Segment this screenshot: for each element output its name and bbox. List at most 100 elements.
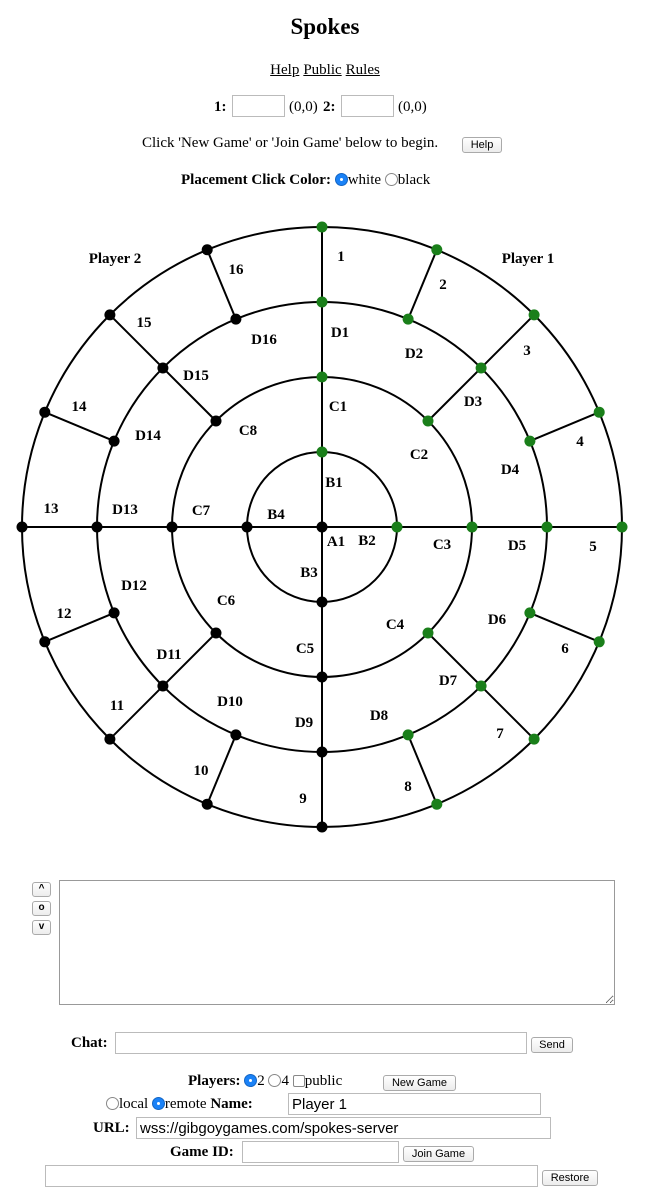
public-link[interactable]: Public <box>303 62 342 78</box>
point-label: 5 <box>589 539 597 555</box>
stone-green <box>593 636 605 648</box>
point-label: D3 <box>464 394 482 410</box>
player1-score-field[interactable] <box>232 95 285 117</box>
point-label: 8 <box>404 779 412 795</box>
point-label: C8 <box>239 423 257 439</box>
point-label: 11 <box>110 698 124 714</box>
stone-green <box>616 521 628 533</box>
stone-black <box>91 521 103 533</box>
stone-black <box>166 521 178 533</box>
point-label: D16 <box>251 332 277 348</box>
restore-input[interactable] <box>45 1165 538 1187</box>
point-label: B2 <box>358 533 376 549</box>
black-radio[interactable] <box>384 173 398 186</box>
placement-color-row: Placement Click Color: white black <box>181 172 430 189</box>
stone-black <box>316 671 328 683</box>
point-label: B4 <box>267 507 285 523</box>
new-game-button[interactable]: New Game <box>383 1075 456 1091</box>
point-label: C5 <box>296 641 314 657</box>
player1-score: (0,0) <box>289 99 318 115</box>
stone-black <box>108 435 120 447</box>
stone-black <box>241 521 253 533</box>
stone-black <box>316 521 328 533</box>
point-label: D1 <box>331 325 349 341</box>
stone-black <box>210 627 222 639</box>
board-points <box>16 221 628 833</box>
scroll-down-button[interactable]: v <box>32 920 51 935</box>
point-label: C6 <box>217 593 236 609</box>
game-board[interactable]: Player 2 Player 1 1 2 3 4 5 6 7 8 9 10 1… <box>0 210 650 840</box>
point-label: D14 <box>135 428 161 444</box>
join-game-button[interactable]: Join Game <box>403 1146 474 1162</box>
point-label: 15 <box>137 315 152 331</box>
scroll-up-button[interactable]: ^ <box>32 882 51 897</box>
players-label: Players: <box>188 1073 241 1089</box>
stone-green <box>402 729 414 741</box>
scroll-center-button[interactable]: o <box>32 901 51 916</box>
rules-link[interactable]: Rules <box>345 62 380 78</box>
public-label: public <box>304 1073 343 1089</box>
point-label: C3 <box>433 537 451 553</box>
name-input[interactable] <box>288 1093 541 1115</box>
chat-label: Chat: <box>71 1035 108 1051</box>
stone-black <box>157 680 169 692</box>
stone-green <box>431 798 443 810</box>
stone-black <box>108 607 120 619</box>
stone-black <box>210 415 222 427</box>
point-label: D12 <box>121 578 147 594</box>
page-title: Spokes <box>290 14 360 39</box>
point-label: 10 <box>194 763 209 779</box>
stone-green <box>593 406 605 418</box>
stone-green <box>422 415 434 427</box>
point-label: D11 <box>156 647 181 663</box>
stone-green <box>422 627 434 639</box>
player2-label: Player 2 <box>89 251 142 267</box>
stone-black <box>230 729 242 741</box>
chat-input[interactable] <box>115 1032 527 1054</box>
stone-green <box>541 521 553 533</box>
message-log[interactable] <box>59 880 615 1005</box>
point-label: 13 <box>44 501 59 517</box>
player2-score: (0,0) <box>398 99 427 115</box>
remote-radio[interactable] <box>151 1097 165 1110</box>
public-checkbox[interactable] <box>292 1075 305 1087</box>
mode-row: local remote Name: <box>106 1096 253 1113</box>
stone-green <box>475 680 487 692</box>
instruction-help-button[interactable]: Help <box>462 137 502 153</box>
players-2-label: 2 <box>257 1073 265 1089</box>
players-row: Players: 2 4 public <box>188 1073 342 1090</box>
board-labels: Player 2 Player 1 1 2 3 4 5 6 7 8 9 10 1… <box>44 249 597 807</box>
stone-green <box>316 221 328 233</box>
white-radio[interactable] <box>334 173 348 186</box>
white-radio-label: white <box>347 172 382 188</box>
player2-score-field[interactable] <box>341 95 394 117</box>
point-label: D5 <box>508 538 526 554</box>
players-2-radio[interactable] <box>244 1074 258 1087</box>
stone-black <box>201 798 213 810</box>
stone-black <box>39 636 51 648</box>
point-label: A1 <box>327 534 345 550</box>
restore-button[interactable]: Restore <box>542 1170 598 1186</box>
black-radio-label: black <box>397 172 431 188</box>
stone-black <box>104 733 116 745</box>
point-label: D2 <box>405 346 423 362</box>
placement-color-label: Placement Click Color: <box>181 172 331 188</box>
stone-black <box>16 521 28 533</box>
player1-label: Player 1 <box>502 251 555 267</box>
point-label: B3 <box>300 565 318 581</box>
stone-black <box>39 406 51 418</box>
help-link[interactable]: Help <box>270 62 300 78</box>
stone-green <box>431 244 443 256</box>
local-radio[interactable] <box>106 1097 119 1110</box>
point-label: D9 <box>295 715 313 731</box>
point-label: 14 <box>72 399 88 415</box>
point-label: D10 <box>217 694 243 710</box>
point-label: 9 <box>299 791 307 807</box>
url-input[interactable] <box>136 1117 551 1139</box>
stone-green <box>528 733 540 745</box>
players-4-radio[interactable] <box>268 1074 282 1087</box>
point-label: B1 <box>325 475 343 491</box>
game-id-input[interactable] <box>242 1141 399 1163</box>
stone-black <box>230 313 242 325</box>
send-button[interactable]: Send <box>531 1037 573 1053</box>
